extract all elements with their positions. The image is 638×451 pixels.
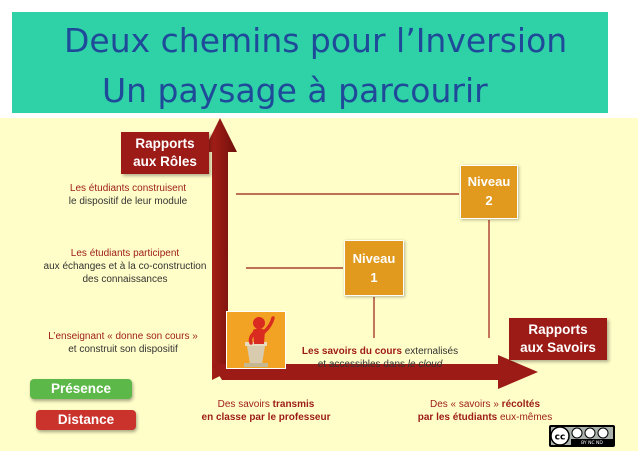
axis-label-savoirs-line1: Rapports: [515, 321, 601, 339]
cc-tags-text: BY NC ND: [581, 440, 603, 446]
level-1-box: Niveau 1: [344, 240, 404, 296]
axis-label-roles-line1: Rapports: [127, 135, 203, 153]
label-teacher: L’enseignant « donne son cours » et cons…: [43, 330, 203, 356]
label-transmitted-line2: en classe par le professeur: [202, 412, 331, 423]
presence-badge: Présence: [30, 379, 132, 399]
level-1-number: 1: [345, 268, 403, 287]
label-course-knowledge-bold: Les savoirs du cours: [302, 346, 402, 357]
cc-logo-text: cc: [555, 433, 566, 443]
label-course-knowledge-line2-text: et accessibles dans: [318, 359, 408, 370]
label-harvested-line2-post: eux-mêmes: [497, 412, 552, 423]
label-teacher-line2: et construit son dispositif: [43, 343, 203, 356]
label-course-knowledge-line2-em: le cloud: [408, 359, 442, 370]
label-course-knowledge-line2: et accessibles dans le cloud: [296, 358, 464, 371]
axis-label-savoirs: Rapports aux Savoirs: [509, 318, 607, 360]
level-2-number: 2: [461, 191, 517, 210]
label-transmitted-bold: transmis: [273, 399, 315, 410]
label-transmitted-knowledge: Des savoirs transmis en classe par le pr…: [196, 398, 336, 424]
label-transmitted-line1: Des savoirs transmis: [196, 398, 336, 411]
label-harvested-knowledge: Des « savoirs » récoltés par les étudian…: [410, 398, 560, 424]
axis-label-roles-line2: aux Rôles: [127, 153, 203, 171]
cc-license-badge: cc BY NC ND: [549, 425, 615, 447]
label-transmitted-pre: Des savoirs: [218, 399, 273, 410]
label-harvested-bold: récoltés: [502, 399, 540, 410]
label-students-build: Les étudiants construisent le dispositif…: [58, 182, 198, 208]
label-harvested-pre: Des « savoirs »: [430, 399, 502, 410]
label-course-knowledge-line1: Les savoirs du cours externalisés: [296, 345, 464, 358]
label-teacher-line1: L’enseignant « donne son cours »: [43, 330, 203, 343]
label-students-participate-line3: des connaissances: [36, 273, 214, 286]
label-students-build-line1: Les étudiants construisent: [58, 182, 198, 195]
label-students-participate-line1: Les étudiants participent: [36, 247, 214, 260]
teacher-figure-icon: [227, 312, 285, 368]
label-course-knowledge-rest: externalisés: [402, 346, 458, 357]
axis-label-roles: Rapports aux Rôles: [121, 132, 209, 174]
level-1-title: Niveau: [345, 249, 403, 268]
label-harvested-line1: Des « savoirs » récoltés: [410, 398, 560, 411]
level-2-title: Niveau: [461, 172, 517, 191]
label-course-knowledge: Les savoirs du cours externalisés et acc…: [296, 345, 464, 371]
distance-badge: Distance: [36, 410, 136, 430]
level-2-box: Niveau 2: [460, 165, 518, 219]
label-harvested-line2: par les étudiants eux-mêmes: [410, 411, 560, 424]
label-harvested-line2-bold: par les étudiants: [418, 412, 497, 423]
teacher-figure-image: [226, 311, 286, 369]
axis-label-savoirs-line2: aux Savoirs: [515, 339, 601, 357]
label-students-participate: Les étudiants participent aux échanges e…: [36, 247, 214, 286]
label-students-participate-line2: aux échanges et à la co-construction: [36, 260, 214, 273]
label-students-build-line2: le dispositif de leur module: [58, 195, 198, 208]
